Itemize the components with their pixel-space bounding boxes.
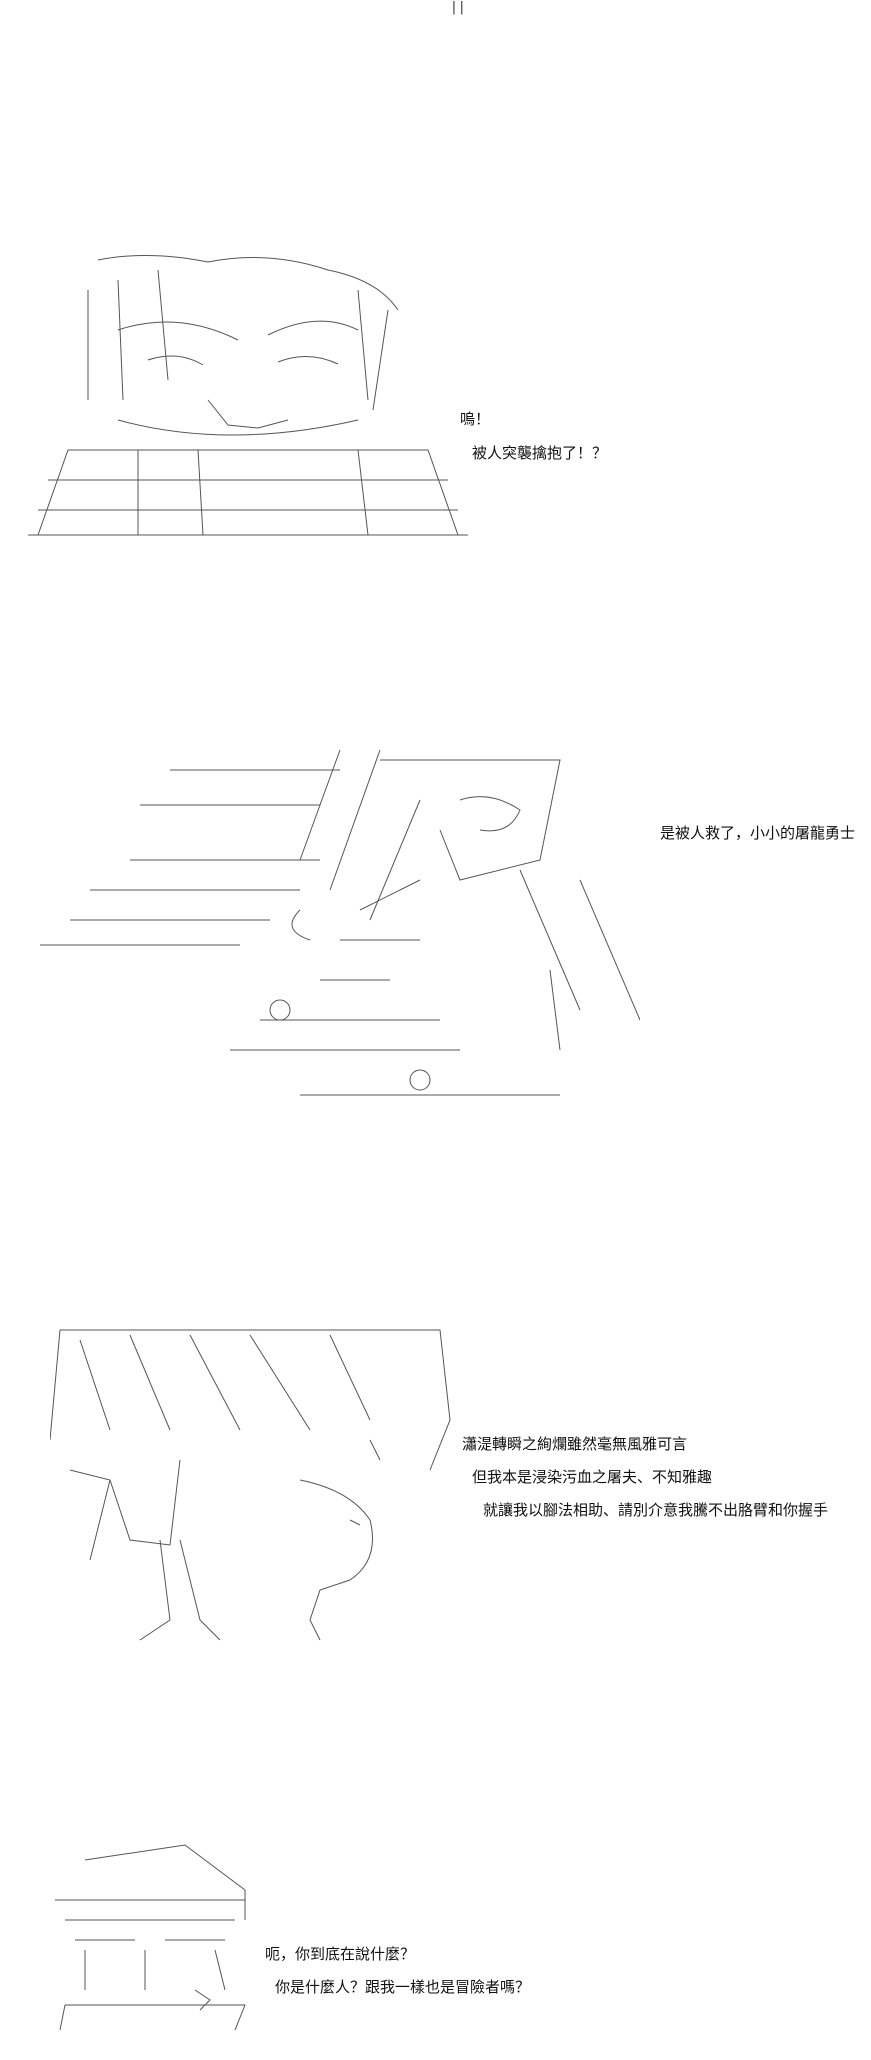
dialogue-line: 嗚！ bbox=[460, 410, 491, 428]
ascii-art-characters-3 bbox=[50, 1290, 470, 1680]
dialogue-line: 是被人救了，小小的屠龍勇士 bbox=[660, 824, 856, 842]
panel-4: 呃，你到底在說什麼？ 你是什麼人？跟我一樣也是冒險者嗎？ bbox=[0, 1800, 871, 2030]
dialogue-line: 就讓我以腳法相助、請別介意我騰不出胳臂和你握手 bbox=[483, 1501, 829, 1519]
dialogue-line: 呃，你到底在說什麼？ bbox=[265, 1945, 416, 1963]
panel-2: 是被人救了，小小的屠龍勇士 bbox=[0, 710, 871, 1100]
panel-3: 瀟湜轉瞬之絢爛雖然毫無風雅可言 但我本是浸染污血之屠夫、不知雅趣 就讓我以腳法相… bbox=[0, 1290, 871, 1641]
ascii-art-character-4 bbox=[45, 1800, 275, 2060]
dialogue-line: 你是什麼人？跟我一樣也是冒險者嗎？ bbox=[275, 1978, 531, 1996]
top-mark: || bbox=[450, 0, 466, 15]
ascii-art-character-1 bbox=[28, 220, 468, 570]
dialogue-line: 瀟湜轉瞬之絢爛雖然毫無風雅可言 bbox=[462, 1435, 688, 1453]
dialogue-line: 被人突襲擒抱了！？ bbox=[472, 444, 608, 462]
panel-1: 嗚！ 被人突襲擒抱了！？ bbox=[0, 220, 871, 536]
ascii-art-speed-lines bbox=[40, 710, 640, 1150]
dialogue-line: 但我本是浸染污血之屠夫、不知雅趣 bbox=[472, 1468, 713, 1486]
